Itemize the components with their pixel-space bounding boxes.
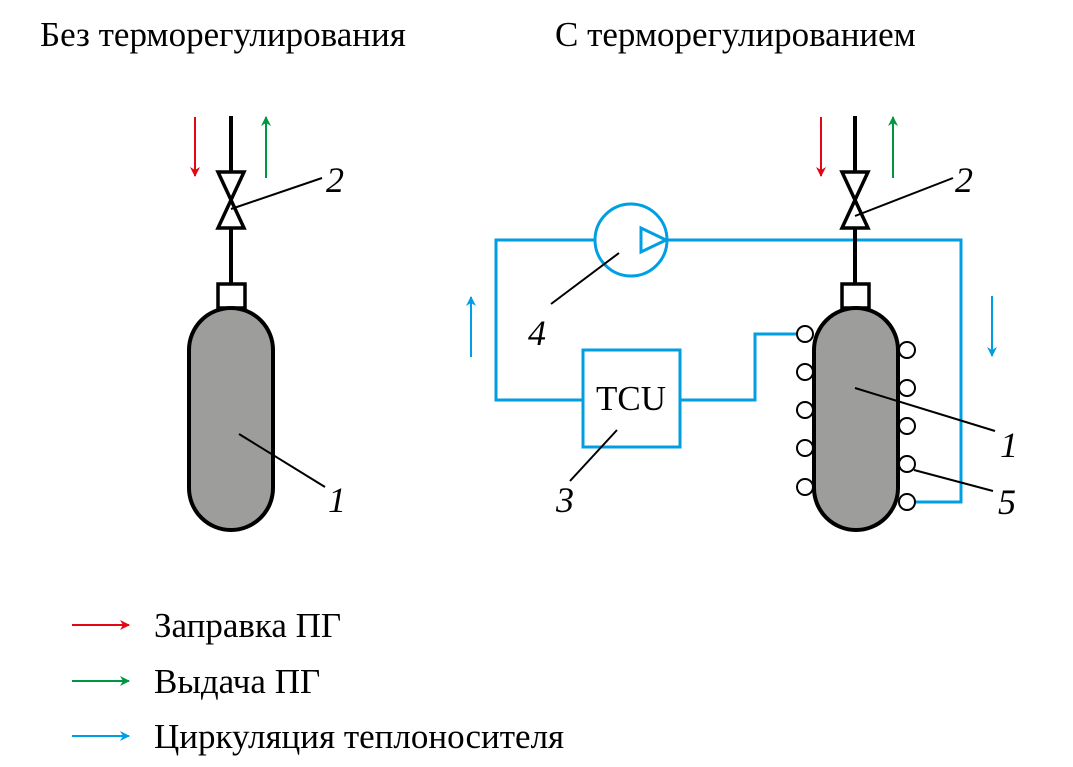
legend-item-fill: Заправка ПГ — [72, 606, 341, 645]
coil-turn — [796, 363, 814, 381]
callout-tank: 1 — [1000, 425, 1018, 465]
coolant-line-tcu-to-coil — [680, 332, 799, 402]
coil-turn — [898, 493, 916, 511]
callout-pump: 4 — [528, 313, 546, 353]
legend-label: Выдача ПГ — [154, 662, 320, 701]
gas-tank-left — [187, 306, 275, 532]
coil-turn — [796, 401, 814, 419]
coolant-line-right — [667, 238, 963, 504]
coil-turn — [796, 325, 814, 343]
title-with-thermoregulation: С терморегулированием — [555, 15, 916, 54]
right-scheme: TCU 2 4 — [466, 116, 1018, 532]
tcu-box — [581, 348, 682, 449]
tank-neck — [216, 282, 247, 310]
pump-icon — [593, 202, 670, 278]
coil-turn — [898, 379, 916, 397]
coil-turn — [796, 439, 814, 457]
leader-line-coil — [913, 469, 994, 492]
leader-line-pump — [550, 252, 620, 305]
coil-turn — [898, 417, 916, 435]
coil-turn — [898, 455, 916, 473]
gas-tank-right — [812, 306, 900, 532]
legend-item-discharge: Выдача ПГ — [72, 662, 320, 701]
left-scheme: 2 1 — [187, 116, 346, 532]
valve-icon — [215, 170, 247, 230]
legend-label: Циркуляция теплоносителя — [154, 717, 564, 756]
leader-line-valve — [854, 177, 954, 217]
heat-exchanger-coil — [796, 325, 916, 511]
callout-coil: 5 — [998, 482, 1016, 522]
callout-tank: 1 — [328, 480, 346, 520]
callout-valve: 2 — [326, 160, 344, 200]
title-without-thermoregulation: Без терморегулирования — [40, 15, 406, 54]
tank-neck — [840, 282, 871, 310]
valve-icon — [839, 170, 871, 230]
callout-valve: 2 — [955, 160, 973, 200]
leader-line-valve — [230, 177, 323, 210]
coolant-line-left — [494, 238, 596, 402]
callout-tcu: 3 — [555, 480, 574, 520]
leader-line-tcu — [569, 429, 618, 482]
coil-turn — [796, 478, 814, 496]
coil-turn — [898, 341, 916, 359]
tcu-label: TCU — [596, 379, 666, 418]
legend-item-coolant: Циркуляция теплоносителя — [72, 717, 564, 756]
legend: Заправка ПГ Выдача ПГ Циркуляция теплоно… — [72, 606, 564, 756]
leader-line-tank — [238, 433, 326, 488]
leader-line-tank — [854, 387, 996, 432]
legend-label: Заправка ПГ — [154, 606, 341, 645]
